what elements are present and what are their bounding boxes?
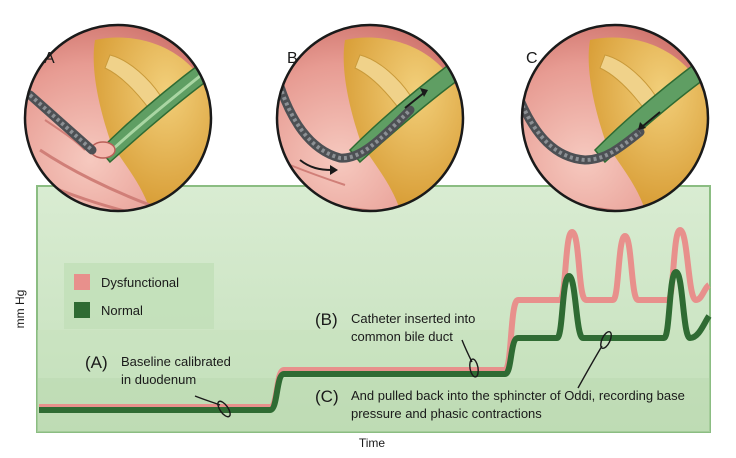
- annotation-b-letter: (B): [315, 310, 338, 329]
- panel-label-b: B: [287, 50, 298, 67]
- annotation-c-line1: And pulled back into the sphincter of Od…: [351, 388, 685, 403]
- y-axis-label: mm Hg: [13, 290, 27, 329]
- panel-a-illustration: [23, 23, 213, 213]
- annotation-b-line2: common bile duct: [351, 329, 453, 344]
- annotation-c: (C) And pulled back into the sphincter o…: [315, 387, 685, 421]
- panel-b-illustration: [275, 23, 465, 213]
- annotation-c-line2: pressure and phasic contractions: [351, 406, 542, 421]
- panel-label-a: A: [44, 50, 55, 67]
- legend-swatch-normal: [74, 302, 90, 318]
- annotation-c-letter: (C): [315, 387, 339, 406]
- normal-trace: [39, 269, 712, 413]
- pointer-c: [577, 330, 612, 389]
- legend-label-dysfunctional: Dysfunctional: [101, 275, 179, 290]
- panel-label-c: C: [526, 50, 538, 67]
- annotation-a-line1: Baseline calibrated: [121, 354, 231, 369]
- annotation-a-line2: in duodenum: [121, 372, 196, 387]
- legend-swatch-dysfunctional: [74, 274, 90, 290]
- annotation-a: (A) Baseline calibrated in duodenum: [85, 353, 231, 387]
- pointer-b: [461, 339, 479, 378]
- annotation-b-line1: Catheter inserted into: [351, 311, 475, 326]
- pointer-a: [194, 395, 231, 418]
- panel-c-illustration: [520, 23, 710, 213]
- x-axis-label: Time: [359, 436, 386, 450]
- annotation-b: (B) Catheter inserted into common bile d…: [315, 310, 475, 344]
- legend: Dysfunctional Normal: [64, 263, 214, 329]
- dysfunctional-trace: [39, 227, 711, 410]
- chart-panel: [36, 185, 711, 433]
- legend-label-normal: Normal: [101, 303, 143, 318]
- annotation-a-letter: (A): [85, 353, 108, 372]
